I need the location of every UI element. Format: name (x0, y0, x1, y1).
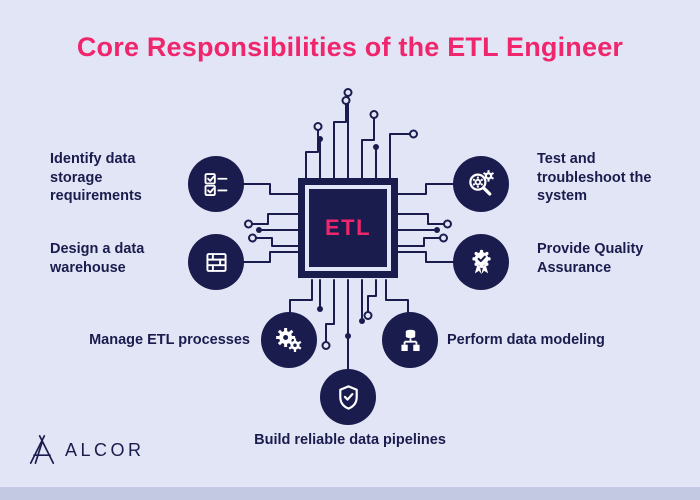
gears-icon (276, 328, 302, 352)
label-manage-etl-processes: Manage ETL processes (89, 332, 250, 348)
page-title: Core Responsibilities of the ETL Enginee… (76, 32, 624, 62)
node-manage-etl-processes (261, 312, 317, 368)
checklist-icon (204, 173, 228, 197)
quality-badge-icon (471, 249, 491, 274)
data-model-icon (400, 329, 420, 351)
footer-band (0, 487, 700, 500)
node-design-warehouse (188, 234, 244, 290)
node-provide-quality-assurance (453, 234, 509, 290)
magnifier-gear-icon (469, 170, 494, 196)
warehouse-icon (205, 252, 227, 272)
label-identify-data-storage: Identify data storage requirements (50, 151, 142, 205)
node-identify-data-storage (188, 156, 244, 212)
alcor-logo-text: ALCOR (65, 439, 145, 460)
label-perform-data-modeling: Perform data modeling (447, 332, 605, 348)
label-test-troubleshoot: Test and troubleshoot the system (537, 151, 652, 205)
label-build-pipelines: Build reliable data pipelines (254, 432, 446, 448)
node-test-troubleshoot (453, 156, 509, 212)
label-provide-quality-assurance: Provide Quality Assurance (537, 241, 644, 276)
trace-lines (243, 95, 454, 370)
shield-check-icon (338, 384, 358, 410)
node-build-pipelines (320, 369, 376, 425)
etl-chip-core: ETL (309, 189, 387, 267)
alcor-logo: ALCOR (26, 434, 145, 466)
node-perform-data-modeling (382, 312, 438, 368)
alcor-logo-icon (29, 435, 55, 465)
label-design-warehouse: Design a data warehouse (50, 241, 145, 276)
etl-chip-label: ETL (324, 215, 372, 240)
trace-nodes (244, 88, 452, 350)
etl-chip: ETL (298, 178, 398, 278)
